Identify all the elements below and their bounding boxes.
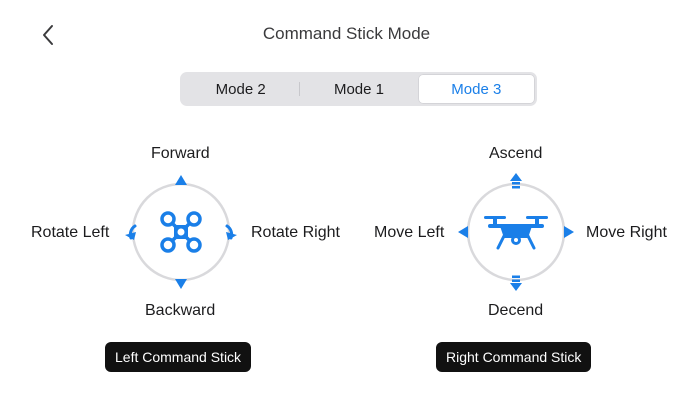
right-stick-up-label: Ascend — [489, 145, 543, 162]
left-stick-down-label: Backward — [145, 302, 216, 319]
drone-side-icon — [484, 216, 548, 250]
left-stick-up-label: Forward — [151, 145, 210, 162]
tab-mode-1[interactable]: Mode 1 — [333, 80, 385, 98]
page-title: Command Stick Mode — [262, 24, 431, 43]
left-stick-diagram — [125, 175, 237, 289]
tab-mode-2[interactable]: Mode 2 — [215, 80, 266, 98]
quadcopter-top-icon — [160, 211, 202, 253]
mode-segmented-control: Mode 2 Mode 1 Mode 3 — [180, 72, 537, 106]
left-stick-right-label: Rotate Right — [251, 224, 340, 241]
tab-mode-3[interactable]: Mode 3 — [417, 74, 535, 104]
rotate-left-icon — [125, 224, 137, 240]
descend-arrow-icon — [510, 275, 522, 291]
arrow-down-icon — [175, 279, 187, 289]
right-command-stick-caption: Right Command Stick — [436, 342, 592, 372]
right-stick-left-label: Move Left — [374, 224, 445, 241]
right-stick-right-label: Move Right — [586, 224, 667, 241]
left-command-stick-caption: Left Command Stick — [105, 342, 252, 372]
right-stick-diagram — [458, 173, 574, 291]
back-chevron-icon[interactable] — [38, 22, 60, 48]
arrow-up-icon — [175, 175, 187, 185]
segment-divider — [299, 82, 301, 96]
left-stick-left-label: Rotate Left — [31, 224, 110, 241]
rotate-right-icon — [225, 224, 237, 240]
ascend-arrow-icon — [510, 173, 522, 189]
right-stick-down-label: Decend — [488, 302, 544, 319]
arrow-left-icon — [458, 226, 468, 238]
arrow-right-icon — [564, 226, 574, 238]
